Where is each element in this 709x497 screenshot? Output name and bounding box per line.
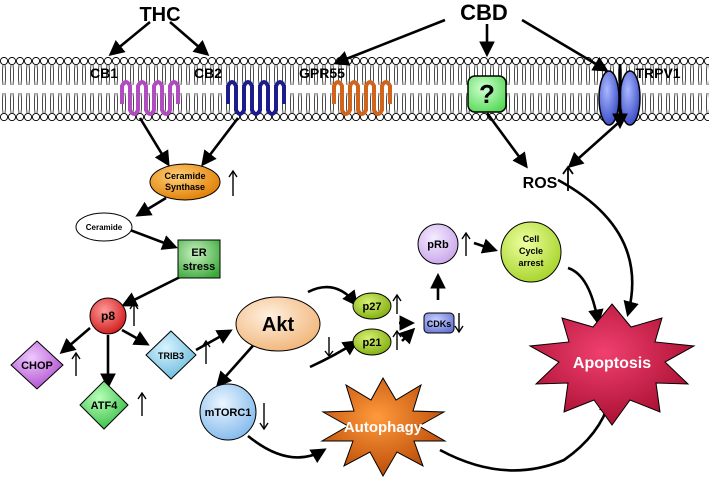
unknown-receptor-label: ? bbox=[479, 79, 495, 109]
cbd-label: CBD bbox=[460, 0, 508, 25]
trib3-label: TRIB3 bbox=[158, 351, 184, 361]
p21-node bbox=[352, 328, 392, 356]
ceramide-node bbox=[75, 212, 133, 242]
cell-cycle-label-1: Cell bbox=[523, 234, 540, 244]
cell-cycle-label-3: arrest bbox=[518, 258, 543, 268]
cdks-label: CDKs bbox=[427, 319, 452, 329]
cell-membrane bbox=[0, 57, 709, 121]
mtorc1-label: mTORC1 bbox=[205, 407, 252, 419]
er-stress-label-1: ER bbox=[191, 247, 206, 259]
p8-label: p8 bbox=[101, 309, 115, 323]
p8-node bbox=[89, 297, 127, 335]
p27-node bbox=[352, 292, 392, 320]
cb1-receptor-icon bbox=[120, 80, 180, 116]
unknown-receptor-icon bbox=[467, 75, 507, 113]
ceramide-synthase-node bbox=[149, 163, 221, 201]
cdks-node bbox=[423, 312, 455, 334]
trpv1-channel-left-icon bbox=[598, 70, 620, 126]
p21-label: p21 bbox=[363, 337, 382, 349]
atf4-label: ATF4 bbox=[91, 400, 119, 412]
apoptosis-label: Apoptosis bbox=[573, 355, 651, 372]
trib3-node bbox=[145, 330, 197, 380]
ceramide-synthase-label-2: Synthase bbox=[165, 182, 205, 192]
er-stress-label-2: stress bbox=[183, 261, 215, 273]
prb-label: pRb bbox=[427, 239, 449, 251]
cb1-label: CB1 bbox=[90, 65, 118, 81]
thc-label: THC bbox=[139, 4, 180, 26]
gpr55-label: GPR55 bbox=[299, 65, 345, 81]
trpv1-label: TRPV1 bbox=[635, 65, 680, 81]
er-stress-node bbox=[177, 239, 221, 279]
p27-label: p27 bbox=[363, 301, 382, 313]
arrows bbox=[59, 18, 639, 472]
ceramide-label: Ceramide bbox=[86, 223, 123, 232]
cb2-receptor-icon bbox=[226, 80, 286, 116]
ceramide-synthase-label-1: Ceramide bbox=[164, 171, 205, 181]
autophagy-label: Autophagy bbox=[344, 419, 423, 436]
prb-node bbox=[417, 223, 459, 265]
chop-label: CHOP bbox=[21, 360, 53, 372]
trpv1-channel-right-icon bbox=[619, 70, 641, 126]
mtorc1-node bbox=[199, 383, 257, 441]
cb2-label: CB2 bbox=[194, 65, 222, 81]
chop-node bbox=[10, 340, 64, 390]
gpr55-receptor-icon bbox=[332, 80, 392, 116]
cell-cycle-arrest-node bbox=[500, 221, 562, 283]
ros-label: ROS bbox=[523, 175, 558, 192]
autophagy-node bbox=[320, 376, 447, 478]
cell-cycle-label-2: Cycle bbox=[519, 246, 543, 256]
atf4-node bbox=[79, 380, 129, 430]
akt-node bbox=[235, 296, 321, 352]
akt-label: Akt bbox=[262, 314, 295, 336]
apoptosis-node bbox=[528, 303, 696, 426]
